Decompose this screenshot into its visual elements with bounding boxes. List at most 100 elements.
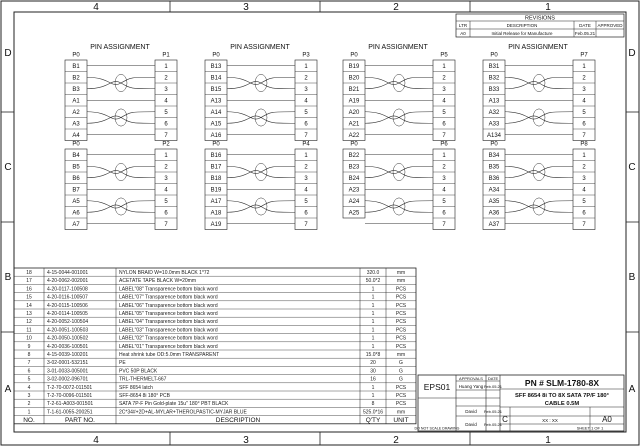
revisions-title: REVISIONS bbox=[525, 16, 555, 22]
bom-description: 2C*34#+2D+AL-MYLAR+THEROLPASTIC-MYJAR BL… bbox=[119, 409, 248, 415]
pin-number: 4 bbox=[164, 187, 168, 193]
pin-label: A32 bbox=[489, 110, 500, 116]
pin-number: 3 bbox=[304, 87, 308, 93]
bom-qty: 15.0*8 bbox=[366, 352, 381, 358]
bom-no: 17 bbox=[26, 278, 32, 284]
pin-number: 5 bbox=[442, 110, 446, 116]
pin-number: 5 bbox=[442, 199, 446, 205]
pin-number: 3 bbox=[164, 87, 168, 93]
zone-col-4-top: 4 bbox=[93, 2, 99, 13]
bom-unit: PCS bbox=[396, 319, 407, 325]
connector-right-label: P4 bbox=[302, 142, 310, 148]
bom-unit: PCS bbox=[396, 401, 407, 407]
connector-left-label: P0 bbox=[72, 142, 80, 148]
bom-unit: mm bbox=[397, 409, 405, 415]
pin-label: A3 bbox=[72, 121, 80, 127]
bom-qty: 8 bbox=[372, 401, 375, 407]
bom-no: 11 bbox=[26, 327, 31, 333]
pin-label: B14 bbox=[211, 75, 222, 81]
zone-row-d-right: D bbox=[628, 48, 635, 59]
pin-label: A5 bbox=[72, 199, 80, 205]
zone-col-2-bottom: 2 bbox=[393, 435, 399, 446]
wire bbox=[504, 204, 574, 213]
twisted-pair-marker bbox=[114, 74, 128, 92]
bom-no: 15 bbox=[26, 295, 32, 301]
bom-description: LABEL"03" Transparence bottom black word bbox=[119, 327, 218, 333]
bom-header-part-no: PART NO. bbox=[65, 417, 95, 424]
pin-label: B23 bbox=[349, 164, 360, 170]
bom-no: 3 bbox=[28, 393, 31, 399]
zone-row-a-right: A bbox=[629, 384, 636, 395]
bom-part-no: 4-15-0039-100201 bbox=[47, 352, 88, 358]
bom-description: NYLON BRAID W=10.0mm BLACK 1*72 bbox=[119, 270, 210, 276]
pin-number: 5 bbox=[164, 110, 168, 116]
pin-number: 7 bbox=[582, 133, 586, 139]
bom-part-no: 4-20-0115-100506 bbox=[47, 303, 88, 309]
pin-number: 6 bbox=[304, 121, 308, 127]
pin-number: 2 bbox=[582, 75, 586, 81]
pin-number: 7 bbox=[304, 133, 308, 139]
bom-part-no: 3-02-0002-096701 bbox=[47, 377, 88, 383]
pin-number: 6 bbox=[164, 121, 168, 127]
bom-description: LABEL"06" Transparence bottom black word bbox=[119, 303, 218, 309]
bom-part-no: 4-20-0117-100508 bbox=[47, 286, 88, 292]
bom-no: 13 bbox=[26, 311, 32, 317]
pin-number: 6 bbox=[164, 210, 168, 216]
pin-label: B4 bbox=[72, 153, 80, 159]
pin-number: 1 bbox=[164, 153, 168, 159]
bom-description: SFF 8654 latch bbox=[119, 385, 153, 391]
drawing-title-line-1: SFF 8654 8i TO 8X SATA 7P/F 180° bbox=[515, 393, 610, 399]
pin-number: 3 bbox=[442, 87, 446, 93]
wire bbox=[86, 200, 156, 209]
pin-number: 7 bbox=[442, 222, 446, 228]
pin-label: A6 bbox=[72, 210, 80, 216]
pin-label: B5 bbox=[72, 164, 80, 170]
wire bbox=[504, 115, 574, 124]
pin-label: A33 bbox=[489, 121, 500, 127]
company-code: EPS01 bbox=[424, 382, 451, 392]
wire bbox=[504, 76, 574, 85]
pin-number: 3 bbox=[304, 176, 308, 182]
bom-qty: 1 bbox=[372, 344, 375, 350]
pin-label: B13 bbox=[211, 64, 222, 70]
zone-row-a-left: A bbox=[5, 384, 12, 395]
pin-label: B21 bbox=[349, 87, 360, 93]
do-not-scale-note: DO NOT SCALE DRAWING bbox=[415, 427, 460, 431]
connector-left-label: P0 bbox=[212, 142, 220, 148]
wire bbox=[364, 204, 434, 213]
rev-row-ltr: A0 bbox=[460, 31, 466, 36]
pin-number: 5 bbox=[304, 199, 308, 205]
pin-label: A15 bbox=[211, 121, 222, 127]
pin-assignment-heading: PIN ASSIGNMENT bbox=[368, 44, 428, 51]
bom-no: 9 bbox=[28, 344, 31, 350]
bom-qty: 1 bbox=[372, 319, 375, 325]
pin-number: 5 bbox=[304, 110, 308, 116]
approvals-label: APPROVALS bbox=[459, 376, 483, 381]
wire bbox=[86, 165, 156, 174]
bom-unit: PCS bbox=[396, 336, 407, 342]
pin-label: A22 bbox=[349, 133, 360, 139]
bom-unit: PCS bbox=[396, 286, 407, 292]
approval-date-1: Feb.05.21 bbox=[484, 384, 503, 389]
connector-right-label: P6 bbox=[440, 142, 448, 148]
pin-number: 2 bbox=[304, 164, 308, 170]
rev-row-description: Initial Release for Manufacture bbox=[491, 31, 553, 36]
pin-number: 2 bbox=[442, 164, 446, 170]
pin-number: 2 bbox=[304, 75, 308, 81]
twisted-pair-marker bbox=[114, 197, 128, 216]
drawing-scale: XX : XX bbox=[542, 418, 558, 423]
pin-number: 3 bbox=[164, 176, 168, 182]
twisted-pair-marker bbox=[392, 74, 406, 92]
bom-qty: 16 bbox=[370, 377, 376, 383]
twisted-pair-marker bbox=[532, 163, 546, 181]
wire bbox=[226, 115, 296, 124]
bom-qty: 320.0 bbox=[367, 270, 380, 276]
pin-label: A16 bbox=[211, 133, 222, 139]
